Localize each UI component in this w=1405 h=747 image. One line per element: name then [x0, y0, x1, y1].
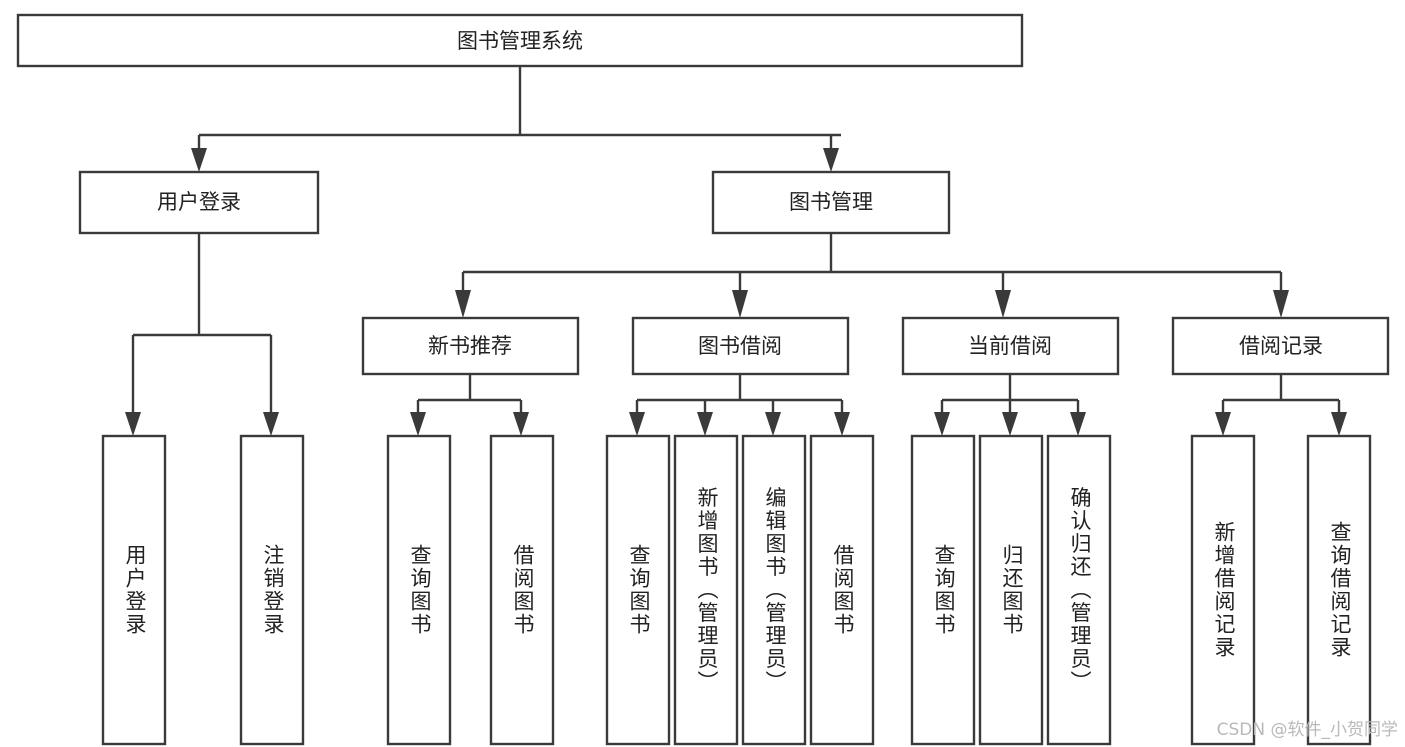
node-leaf-logout-login-box[interactable]: [239, 434, 305, 746]
arrow-to-leaf-borrow-book-1: [513, 412, 529, 436]
node-leaf-borrow-book-1-label: 借阅图书: [511, 544, 535, 636]
node-book-borrow-box[interactable]: [631, 316, 850, 376]
node-leaf-user-login[interactable]: 用户登录: [101, 434, 167, 746]
node-leaf-edit-book[interactable]: 编辑图书（管理员）: [741, 434, 807, 746]
node-book-manage[interactable]: 图书管理: [711, 170, 951, 235]
node-leaf-confirm-return[interactable]: 确认归还（管理员）: [1046, 434, 1112, 746]
arrow-to-leaf-edit-book: [765, 412, 781, 436]
node-leaf-confirm-return-box[interactable]: [1046, 434, 1112, 746]
node-leaf-borrow-book-2-box[interactable]: [809, 434, 875, 746]
node-leaf-query-record-box[interactable]: [1306, 434, 1372, 746]
node-leaf-borrow-book-2[interactable]: 借阅图书: [809, 434, 875, 746]
arrow-to-book-manage: [823, 148, 839, 172]
node-leaf-add-record[interactable]: 新增借阅记录: [1190, 434, 1256, 746]
node-book-manage-label: 图书管理: [789, 190, 873, 214]
node-leaf-edit-book-box[interactable]: [741, 434, 807, 746]
node-leaf-query-book-1-box[interactable]: [386, 434, 452, 746]
node-leaf-logout-login-label: 注销登录: [261, 544, 285, 636]
node-borrow-record[interactable]: 借阅记录: [1171, 316, 1390, 376]
node-new-book-recommend-box[interactable]: [361, 316, 580, 376]
arrow-to-leaf-confirm-return: [1070, 412, 1086, 436]
arrow-to-leaf-query-book-3: [934, 412, 950, 436]
arrow-to-leaf-return-book: [1002, 412, 1018, 436]
arrow-to-leaf-query-record: [1331, 412, 1347, 436]
connector-layer: [125, 66, 1347, 436]
node-leaf-user-login-box[interactable]: [101, 434, 167, 746]
node-leaf-borrow-book-2-label: 借阅图书: [831, 544, 855, 636]
node-root-label: 图书管理系统: [457, 29, 583, 53]
node-root-box[interactable]: [16, 13, 1024, 68]
node-leaf-query-book-2[interactable]: 查询图书: [605, 434, 671, 746]
node-leaf-add-record-label: 新增借阅记录: [1212, 521, 1236, 659]
node-book-manage-box[interactable]: [711, 170, 951, 235]
arrow-to-leaf-user-login: [125, 412, 141, 436]
node-borrow-record-label: 借阅记录: [1239, 334, 1323, 358]
node-leaf-edit-book-label: 编辑图书（管理员）: [763, 487, 787, 694]
arrow-to-leaf-query-book-1: [410, 412, 426, 436]
node-user-login-box[interactable]: [78, 170, 320, 235]
node-leaf-query-book-2-label: 查询图书: [627, 544, 651, 636]
node-leaf-borrow-book-1-box[interactable]: [489, 434, 555, 746]
node-root[interactable]: 图书管理系统: [16, 13, 1024, 68]
node-leaf-query-book-3-label: 查询图书: [932, 544, 956, 636]
node-current-borrow-label: 当前借阅: [968, 334, 1052, 358]
node-leaf-return-book[interactable]: 归还图书: [978, 434, 1044, 746]
arrow-to-leaf-add-record: [1215, 412, 1231, 436]
arrow-to-current-borrow: [995, 290, 1011, 318]
node-leaf-query-book-2-box[interactable]: [605, 434, 671, 746]
node-borrow-record-box[interactable]: [1171, 316, 1390, 376]
node-leaf-add-book-box[interactable]: [673, 434, 739, 746]
node-leaf-user-login-label: 用户登录: [123, 544, 147, 636]
arrow-to-book-borrow: [732, 290, 748, 318]
node-current-borrow-box[interactable]: [901, 316, 1120, 376]
node-new-book-recommend[interactable]: 新书推荐: [361, 316, 580, 376]
node-leaf-logout-login[interactable]: 注销登录: [239, 434, 305, 746]
node-user-login[interactable]: 用户登录: [78, 170, 320, 235]
node-leaf-query-book-1[interactable]: 查询图书: [386, 434, 452, 746]
node-leaf-query-record[interactable]: 查询借阅记录: [1306, 434, 1372, 746]
node-leaf-add-book[interactable]: 新增图书（管理员）: [673, 434, 739, 746]
arrow-to-leaf-add-book: [697, 412, 713, 436]
node-leaf-query-record-label: 查询借阅记录: [1328, 521, 1352, 659]
node-leaf-return-book-box[interactable]: [978, 434, 1044, 746]
node-book-borrow[interactable]: 图书借阅: [631, 316, 850, 376]
node-current-borrow[interactable]: 当前借阅: [901, 316, 1120, 376]
csdn-watermark: CSDN @软件_小贺同学: [1217, 720, 1398, 740]
node-leaf-return-book-label: 归还图书: [1000, 544, 1024, 636]
arrow-to-new-book-recommend: [455, 290, 471, 318]
arrow-to-borrow-record: [1273, 290, 1289, 318]
node-leaf-query-book-3-box[interactable]: [910, 434, 976, 746]
arrow-to-leaf-logout-login: [263, 412, 279, 436]
node-user-login-label: 用户登录: [157, 190, 241, 214]
node-leaf-add-book-label: 新增图书（管理员）: [695, 487, 719, 694]
arrow-to-user-login: [191, 148, 207, 172]
node-leaf-query-book-1-label: 查询图书: [408, 544, 432, 636]
node-leaf-add-record-box[interactable]: [1190, 434, 1256, 746]
node-book-borrow-label: 图书借阅: [698, 334, 782, 358]
node-leaf-borrow-book-1[interactable]: 借阅图书: [489, 434, 555, 746]
node-leaf-confirm-return-label: 确认归还（管理员）: [1068, 487, 1092, 694]
node-leaf-query-book-3[interactable]: 查询图书: [910, 434, 976, 746]
node-new-book-recommend-label: 新书推荐: [428, 334, 512, 358]
arrow-to-leaf-borrow-book-2: [834, 412, 850, 436]
arrow-to-leaf-query-book-2: [629, 412, 645, 436]
